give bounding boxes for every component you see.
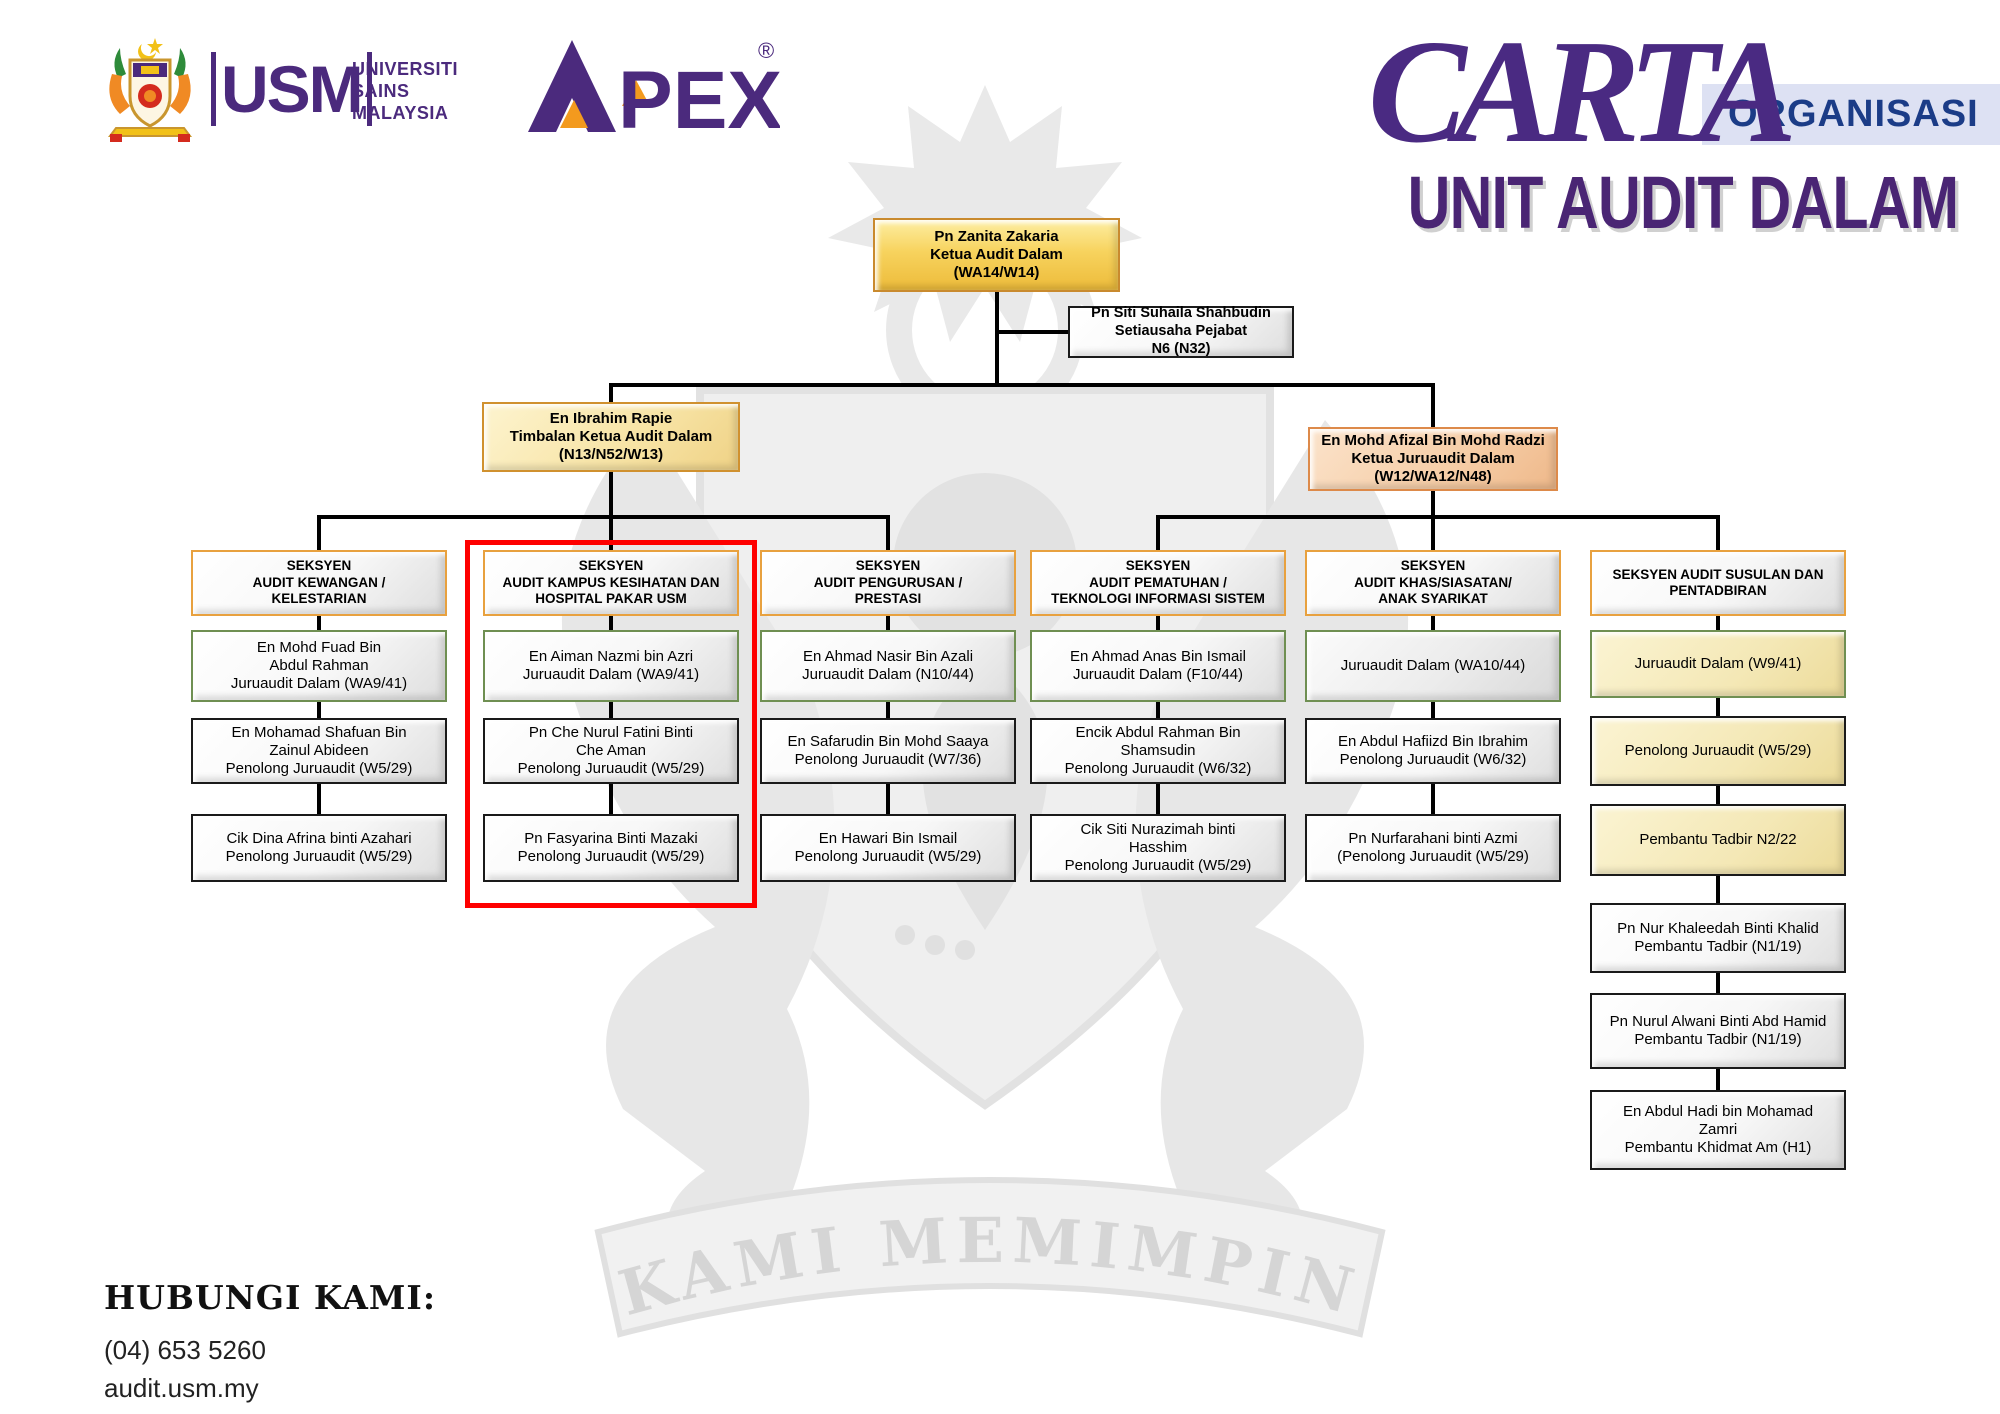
staff-box: En Aiman Nazmi bin Azri Juruaudit Dalam … — [483, 630, 739, 702]
section-header-kampus-kesihatan: SEKSYEN AUDIT KAMPUS KESIHATAN DAN HOSPI… — [483, 550, 739, 616]
usm-logo-bar-left — [211, 52, 216, 126]
apex-triangle — [528, 40, 616, 132]
section-header-susulan: SEKSYEN AUDIT SUSULAN DAN PENTADBIRAN — [1590, 550, 1846, 616]
staff-box: Juruaudit Dalam (W9/41) — [1590, 630, 1846, 698]
org-box-timbalan-ketua: En Ibrahim Rapie Timbalan Ketua Audit Da… — [482, 402, 740, 472]
section-header-kewangan: SEKSYEN AUDIT KEWANGAN / KELESTARIAN — [191, 550, 447, 616]
usm-logo-letters: USM — [221, 52, 364, 126]
usm-name-text: UNIVERSITI SAINS MALAYSIA — [352, 59, 459, 123]
org-box-ketua-juruaudit: En Mohd Afizal Bin Mohd Radzi Ketua Juru… — [1308, 427, 1558, 491]
staff-box: Penolong Juruaudit (W5/29) — [1590, 716, 1846, 786]
staff-box: Pn Nurfarahani binti Azmi (Penolong Juru… — [1305, 814, 1561, 882]
staff-box: Cik Dina Afrina binti Azahari Penolong J… — [191, 814, 447, 882]
apex-logo: PEX ® — [500, 36, 782, 146]
section-header-pengurusan: SEKSYEN AUDIT PENGURUSAN / PRESTASI — [760, 550, 1016, 616]
staff-box: Pn Fasyarina Binti Mazaki Penolong Jurua… — [483, 814, 739, 882]
staff-box: Pembantu Tadbir N2/22 — [1590, 804, 1846, 876]
contact-phone: (04) 653 5260 — [104, 1335, 266, 1365]
staff-box: En Ahmad Nasir Bin Azali Juruaudit Dalam… — [760, 630, 1016, 702]
title-script-word: CARTA — [1368, 10, 1797, 174]
contact-heading: HUBUNGI KAMI: — [104, 1278, 436, 1317]
staff-box: En Mohd Fuad Bin Abdul Rahman Juruaudit … — [191, 630, 447, 702]
watermark-banner — [594, 1177, 1386, 1338]
staff-box: Pn Nurul Alwani Binti Abd Hamid Pembantu… — [1590, 993, 1846, 1069]
contact-website: audit.usm.my — [104, 1373, 259, 1403]
staff-box: En Ahmad Anas Bin Ismail Juruaudit Dalam… — [1030, 630, 1286, 702]
staff-box: En Abdul Hadi bin Mohamad Zamri Pembantu… — [1590, 1090, 1846, 1170]
title-badge: ORGANISASI — [1702, 84, 2000, 145]
apex-letters: PEX — [618, 55, 780, 140]
staff-box: Pn Nur Khaleedah Binti Khalid Pembantu T… — [1590, 903, 1846, 973]
org-box-ketua-audit-dalam: Pn Zanita Zakaria Ketua Audit Dalam (WA1… — [873, 218, 1120, 292]
section-header-pematuhan: SEKSYEN AUDIT PEMATUHAN / TEKNOLOGI INFO… — [1030, 550, 1286, 616]
staff-box: Encik Abdul Rahman Bin Shamsudin Penolon… — [1030, 718, 1286, 784]
staff-box: En Safarudin Bin Mohd Saaya Penolong Jur… — [760, 718, 1016, 784]
staff-box: En Abdul Hafiizd Bin Ibrahim Penolong Ju… — [1305, 718, 1561, 784]
page-title: UNIT AUDIT DALAM — [1407, 161, 1958, 244]
staff-box: En Mohamad Shafuan Bin Zainul Abideen Pe… — [191, 718, 447, 784]
staff-box: Pn Che Nurul Fatini Binti Che Aman Penol… — [483, 718, 739, 784]
usm-logo: USM — [206, 52, 377, 126]
contact-block: HUBUNGI KAMI: (04) 653 5260 audit.usm.my — [104, 1278, 436, 1407]
usm-coat-of-arms — [108, 38, 192, 142]
staff-box: En Hawari Bin Ismail Penolong Juruaudit … — [760, 814, 1016, 882]
section-header-khas: SEKSYEN AUDIT KHAS/SIASATAN/ ANAK SYARIK… — [1305, 550, 1561, 616]
usm-logo-bar-right — [366, 52, 372, 126]
registered-mark: ® — [758, 38, 774, 63]
staff-box: Juruaudit Dalam (WA10/44) — [1305, 630, 1561, 702]
highlight-rectangle — [465, 540, 757, 908]
org-box-setiausaha-pejabat: Pn Siti Suhaila Shahbudin Setiausaha Pej… — [1068, 305, 1294, 358]
staff-box: Cik Siti Nurazimah binti Hasshim Penolon… — [1030, 814, 1286, 882]
